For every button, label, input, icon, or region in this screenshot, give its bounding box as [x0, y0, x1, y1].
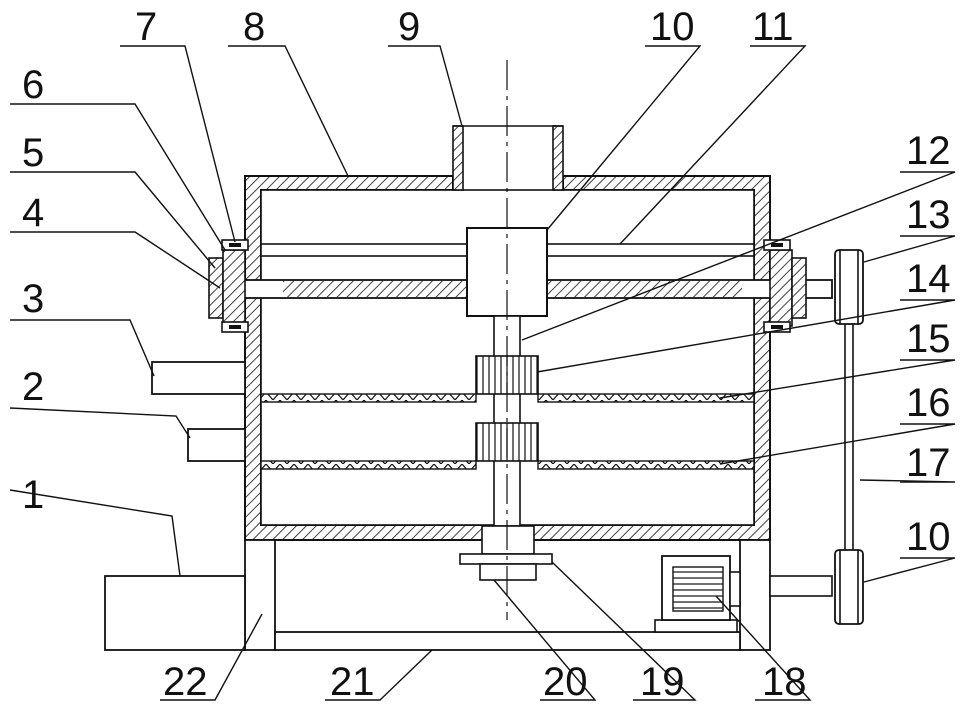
label-10-top: 10 — [650, 5, 695, 49]
upper-outlet — [152, 362, 245, 394]
label-1: 1 — [22, 473, 44, 517]
label-17: 17 — [906, 441, 951, 485]
upper-pulley — [835, 250, 863, 324]
lower-outlet — [188, 429, 245, 461]
inlet-pipe — [453, 126, 563, 190]
label-6: 6 — [22, 63, 44, 107]
left-bearing-assembly — [209, 240, 248, 332]
side-box — [105, 576, 245, 650]
label-4: 4 — [22, 191, 44, 235]
motor — [655, 556, 740, 632]
label-8: 8 — [243, 5, 265, 49]
lower-pulley — [835, 550, 863, 624]
label-14: 14 — [906, 257, 951, 301]
label-16: 16 — [906, 381, 951, 425]
label-11: 11 — [752, 5, 794, 49]
label-22: 22 — [163, 660, 208, 704]
label-7: 7 — [135, 5, 157, 49]
label-9: 9 — [398, 5, 420, 49]
label-3: 3 — [22, 277, 44, 321]
label-20: 20 — [543, 660, 588, 704]
label-10-bottom: 10 — [906, 515, 951, 559]
label-15: 15 — [906, 317, 951, 361]
label-2: 2 — [22, 365, 44, 409]
label-21: 21 — [330, 660, 375, 704]
motor-shaft — [770, 576, 832, 596]
label-12: 12 — [906, 129, 951, 173]
belt — [845, 324, 853, 550]
label-13: 13 — [906, 193, 951, 237]
label-19: 19 — [640, 660, 685, 704]
right-bearing-assembly — [764, 240, 806, 332]
label-18: 18 — [762, 660, 807, 704]
label-5: 5 — [22, 131, 44, 175]
